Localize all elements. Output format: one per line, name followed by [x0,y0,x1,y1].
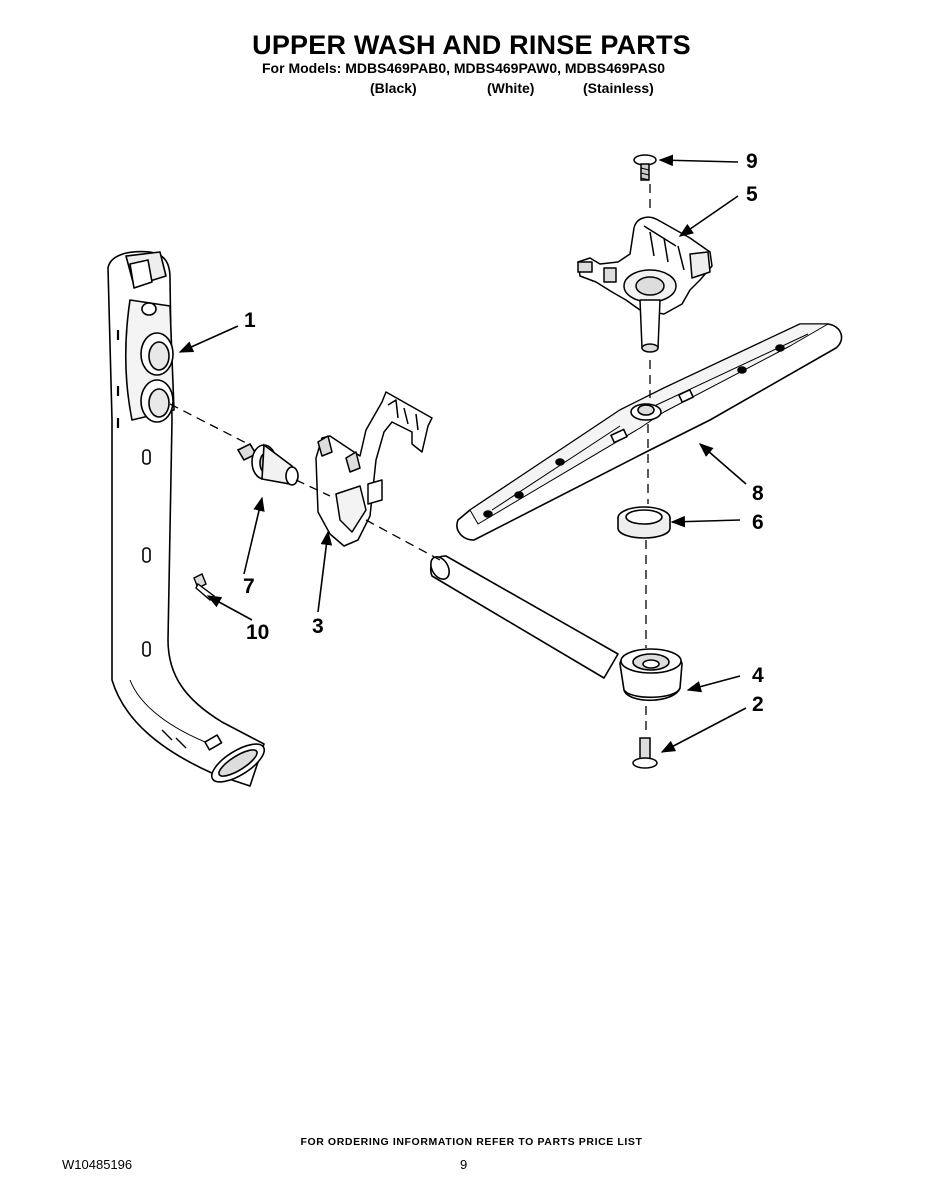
color-stainless: (Stainless) [583,80,654,96]
callout-9: 9 [746,150,758,173]
callout-4: 4 [752,664,764,687]
part-4-hub-and-tube [430,555,683,701]
part-8-spray-arm [456,323,843,541]
model-list: For Models: MDBS469PAB0, MDBS469PAW0, MD… [262,60,665,76]
page-number: 9 [460,1157,468,1172]
part-1-supply-tube [107,250,266,787]
callout-8: 8 [752,482,764,505]
callout-labels: 1 2 3 4 5 6 7 8 9 10 [243,150,764,716]
part-5-spray-arm-mount [577,216,713,353]
callout-2: 2 [752,693,764,716]
alignment-lines [169,184,651,734]
color-white: (White) [487,80,535,96]
part-10-screw [193,573,216,601]
color-black: (Black) [370,80,417,96]
color-variants: (Black) (White) (Stainless) [0,80,927,98]
callout-10: 10 [246,621,269,644]
part-9-screw [633,154,657,181]
part-7-adapter [236,442,299,486]
page-header: UPPER WASH AND RINSE PARTS For Models: M… [0,30,927,76]
callout-3: 3 [312,615,324,638]
ordering-note: FOR ORDERING INFORMATION REFER TO PARTS … [300,1136,643,1148]
callout-5: 5 [746,183,758,206]
part-6-retaining-ring [617,506,671,539]
callout-1: 1 [244,309,256,332]
document-id: W10485196 [62,1157,133,1172]
page-title: UPPER WASH AND RINSE PARTS [252,30,691,60]
callout-6: 6 [752,511,764,534]
part-2-bolt [632,737,658,769]
part-3-bracket [315,391,433,547]
callout-7: 7 [243,575,255,598]
leader-lines [178,154,747,753]
